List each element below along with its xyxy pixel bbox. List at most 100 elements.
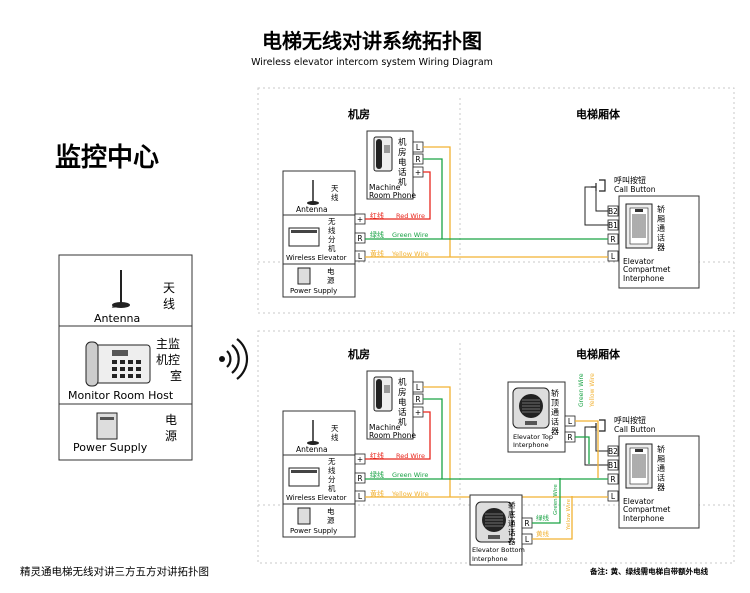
monitor-power-cn-1: 电 bbox=[165, 413, 177, 427]
green-wire-label-en: Green Wire bbox=[392, 471, 428, 479]
car-terminal-l: L bbox=[607, 250, 619, 262]
wireless-label-cn-char: 机 bbox=[328, 243, 336, 253]
car-label-cn-char: 器 bbox=[657, 483, 665, 492]
monitor-host-en: Monitor Room Host bbox=[68, 389, 174, 402]
car-label-cn-char: 通 bbox=[657, 463, 665, 473]
bottom-terminal-l-label: L bbox=[525, 535, 530, 544]
power-label-en: Power Supply bbox=[290, 287, 337, 295]
yellow-wire-bottom bbox=[532, 496, 573, 540]
monitor-power-en: Power Supply bbox=[73, 441, 148, 454]
yellow-wire-bottom-label-en: Yellow Wire bbox=[566, 498, 572, 531]
antenna-icon bbox=[307, 420, 319, 445]
bottom-terminal-l: L bbox=[521, 533, 533, 545]
monitor-antenna-cn-1: 天 bbox=[163, 281, 175, 295]
car-interphone-icon bbox=[625, 203, 653, 249]
wireless-terminal-r-label: R bbox=[357, 474, 362, 483]
car-interphone-icon-led bbox=[635, 449, 643, 452]
car-interphone-icon bbox=[625, 443, 653, 489]
phone-label-cn-char: 机 bbox=[398, 177, 407, 188]
monitor-antenna-en: Antenna bbox=[94, 312, 140, 325]
bottom-label-cn-char: 底 bbox=[508, 509, 516, 519]
antenna-label-cn-char: 天 bbox=[331, 184, 339, 193]
green-wire-label-en: Green Wire bbox=[392, 231, 428, 239]
car-terminal-b1-label: B1 bbox=[608, 221, 618, 230]
yellow-wire-bottom-label-cn: 黄线 bbox=[536, 529, 550, 538]
red-wire-label-en: Red Wire bbox=[396, 452, 425, 460]
yellow-wire-top bbox=[575, 420, 599, 478]
green-wire-top-label: Green Wire bbox=[578, 373, 585, 407]
wireless-terminal-plus-label: + bbox=[357, 215, 363, 224]
antenna-label-en: Antenna bbox=[296, 445, 328, 454]
phone-terminal-r: R bbox=[412, 393, 424, 405]
phone-terminal-l-label: L bbox=[416, 383, 421, 392]
call-button-label-cn: 呼叫按钮 bbox=[614, 415, 646, 425]
green-wire-top bbox=[575, 436, 590, 464]
top-terminal-r: R bbox=[564, 431, 576, 443]
power-supply-body bbox=[297, 507, 311, 525]
power-label-cn-char: 电 bbox=[327, 266, 335, 276]
car-terminal-b1-label: B1 bbox=[608, 461, 618, 470]
power-label-en: Power Supply bbox=[290, 527, 337, 535]
title-cn: 电梯无线对讲系统拓扑图 bbox=[262, 29, 482, 53]
red-wire bbox=[365, 171, 431, 220]
phone-terminal-r-label: R bbox=[415, 155, 420, 164]
bottom-label-en-2: Interphone bbox=[472, 555, 508, 563]
phone-terminal-l: L bbox=[412, 141, 424, 153]
caption: 精灵通电梯无线对讲三方五方对讲拓扑图 bbox=[20, 565, 209, 578]
car-label-cn-char: 厢 bbox=[657, 215, 665, 224]
wireless-label-cn-char: 无 bbox=[328, 457, 336, 466]
phone-terminal-r: R bbox=[412, 153, 424, 165]
wireless-terminal-plus: + bbox=[354, 453, 366, 465]
antenna-icon-base bbox=[307, 441, 319, 445]
wireless-terminal-plus-label: + bbox=[357, 455, 363, 464]
phone-terminal-plus-label: + bbox=[415, 408, 421, 417]
top-terminal-r-label: R bbox=[567, 433, 572, 442]
top-label-cn-char: 器 bbox=[551, 427, 559, 436]
car-label-cn-char: 器 bbox=[657, 243, 665, 252]
yellow-wire-label-cn: 黄线 bbox=[370, 489, 384, 498]
phone-icon bbox=[373, 136, 393, 172]
wireless-terminal-r-label: R bbox=[357, 234, 362, 243]
wireless-terminal-r: R bbox=[354, 472, 366, 484]
note: 备注: 黄、绿线需电梯自带额外电线 bbox=[589, 566, 709, 576]
car-label-en-2: Compartmet bbox=[623, 265, 670, 274]
power-label-cn-char: 源 bbox=[327, 516, 335, 525]
phone-label-en-2: Room Phone bbox=[369, 431, 416, 440]
phone-terminal-plus: + bbox=[412, 166, 424, 178]
green-wire-phone bbox=[423, 398, 443, 479]
car-label-cn-char: 话 bbox=[657, 473, 665, 483]
red-wire-label-cn: 红线 bbox=[370, 451, 384, 460]
wireless-terminal-plus: + bbox=[354, 213, 366, 225]
call-button-wire-b2 bbox=[595, 431, 608, 452]
monitor-host-cn-1: 主监 bbox=[156, 337, 180, 351]
antenna-icon bbox=[307, 180, 319, 205]
bottom-terminal-r-label: R bbox=[524, 519, 529, 528]
car-terminal-r-label: R bbox=[610, 235, 615, 244]
green-wire-label-cn: 绿线 bbox=[370, 230, 384, 239]
top-label-cn-char: 话 bbox=[551, 417, 559, 427]
phone-label-cn-char: 机 bbox=[398, 377, 407, 388]
green-wire-bottom-label-cn: 绿线 bbox=[536, 513, 550, 522]
wireless-label-en: Wireless Elevator bbox=[286, 494, 347, 502]
section-3-way: 机房电梯厢体机房电话机MachineRoom PhoneLR+天线Antenna… bbox=[282, 107, 700, 298]
red-wire bbox=[365, 411, 431, 460]
wireless-terminal-r-box bbox=[354, 472, 366, 484]
phone-icon-handset bbox=[376, 379, 382, 409]
wireless-label-cn-char: 线 bbox=[328, 225, 336, 235]
wireless-label-cn-char: 分 bbox=[328, 475, 336, 484]
top-interphone-icon bbox=[512, 387, 550, 429]
car-label-en-3: Interphone bbox=[623, 274, 664, 283]
car-label-cn-char: 轿 bbox=[657, 204, 665, 214]
wireless-label-cn-char: 线 bbox=[328, 465, 336, 475]
phone-terminal-plus: + bbox=[412, 406, 424, 418]
green-wire-label-cn: 绿线 bbox=[370, 470, 384, 479]
power-supply-icon bbox=[96, 412, 118, 440]
wireless-terminal-l-box bbox=[354, 250, 366, 262]
